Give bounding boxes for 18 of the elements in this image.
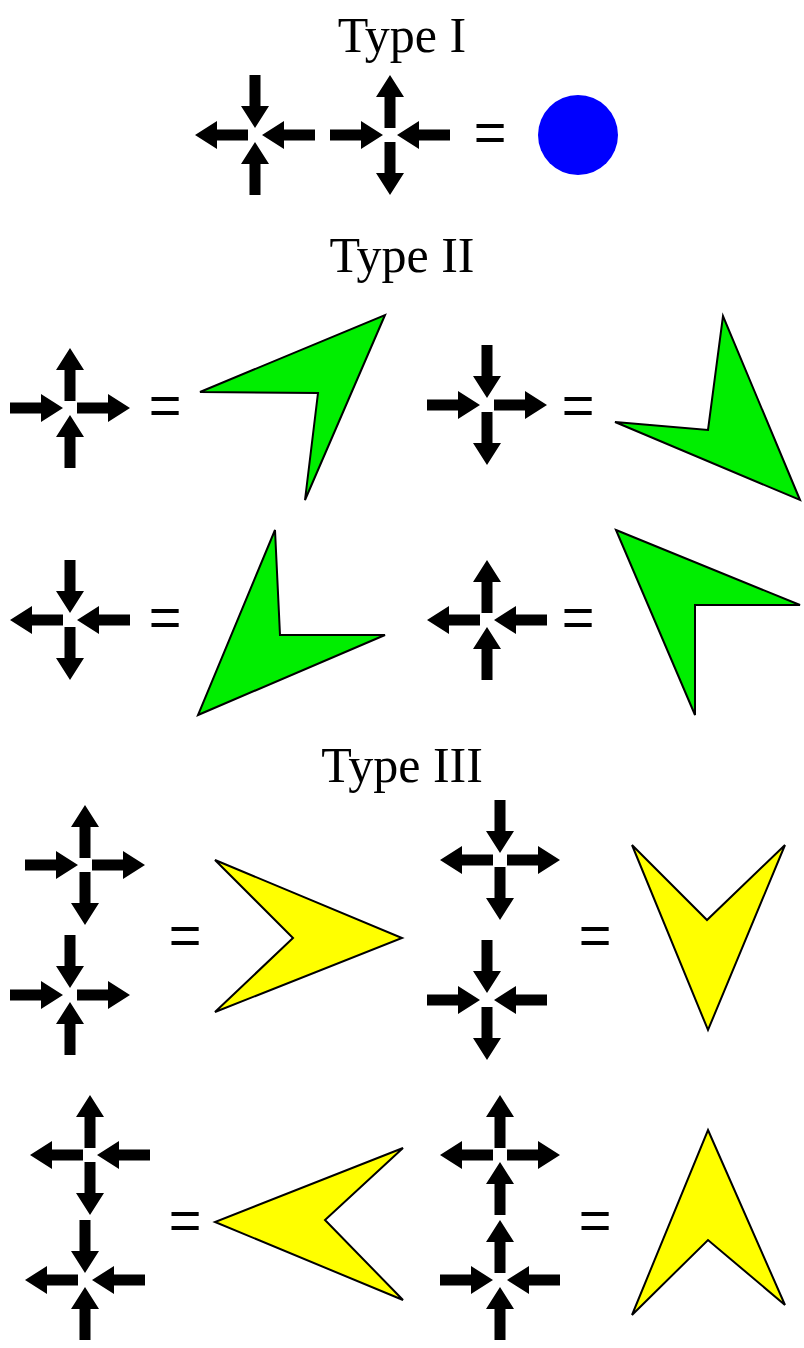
boomerang-shape <box>199 313 387 501</box>
chevron-shape <box>214 859 405 1013</box>
boomerang-shape <box>614 528 801 716</box>
circle-shape <box>538 95 618 175</box>
equals-sign: = <box>148 377 182 433</box>
equals-sign: = <box>473 104 507 160</box>
boomerang-shape <box>196 529 386 717</box>
equals-sign: = <box>148 589 182 645</box>
chevron-shape <box>631 1127 786 1316</box>
chevron-shape <box>212 1147 404 1301</box>
equals-sign: = <box>578 1192 612 1248</box>
equals-sign: = <box>561 589 595 645</box>
equals-sign: = <box>561 377 595 433</box>
equals-sign: = <box>578 907 612 963</box>
equals-sign: = <box>168 1192 202 1248</box>
boomerang-shape <box>614 312 802 502</box>
chevron-shape <box>631 844 786 1033</box>
equals-sign: = <box>168 907 202 963</box>
